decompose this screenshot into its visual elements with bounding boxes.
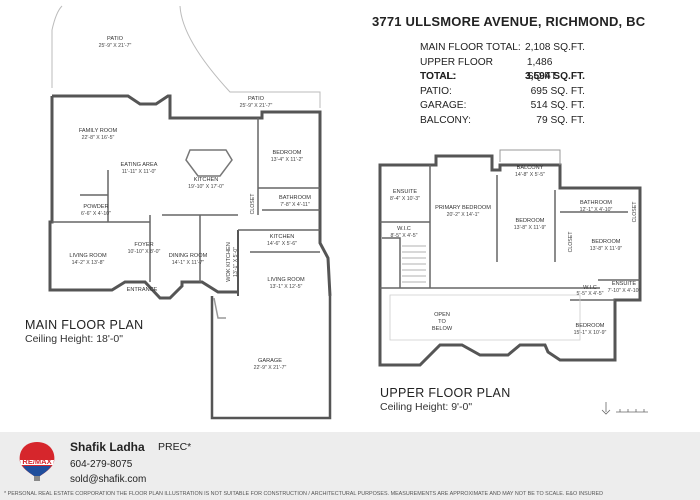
stairs <box>402 245 426 283</box>
area-row-total: TOTAL:3,594 SQ.FT. <box>420 71 585 82</box>
balcony-rail <box>499 149 561 165</box>
upper-floor-title: UPPER FLOOR PLAN <box>380 386 511 400</box>
upper-bedroom-3-dim: 15'-1" X 10'-9" <box>574 330 607 336</box>
main-patio-right-label: PATIO <box>248 96 265 102</box>
primary-bedroom-dim: 20'-2" X 14'-1" <box>447 212 480 218</box>
below-label: BELOW <box>432 326 453 332</box>
upper-bedroom-2-label: BEDROOM <box>592 239 621 245</box>
compass-icon <box>601 402 648 415</box>
upper-bedroom-1-dim: 13'-8" X 11'-9" <box>514 225 547 231</box>
family-room-dim: 22'-8" X 16'-5" <box>82 135 115 141</box>
wok-kitchen-label: WOK KITCHEN <box>226 242 232 281</box>
main-bathroom-dim: 7'-8" X 4'-11" <box>280 202 310 208</box>
property-address: 3771 ULLSMORE AVENUE, RICHMOND, BC <box>372 14 646 29</box>
area-row-upper: UPPER FLOOR TOTAL:1,486 SQ.FT. <box>420 56 559 83</box>
remax-brand-text: RE/MAX <box>22 457 51 466</box>
main-floor-outer-wall <box>52 94 332 297</box>
eating-area-dim: 11'-11" X 11'-0" <box>122 169 157 175</box>
stair-wall <box>382 237 401 288</box>
garage-dim: 22'-9" X 21'-7" <box>254 365 287 371</box>
area-row-patio: PATIO:695 SQ. FT. <box>420 85 585 97</box>
main-floor-front-wall <box>48 96 238 300</box>
upper-wic-2-label: W.I.C <box>583 285 597 291</box>
powder-dim: 6'-6" X 4'-10" <box>81 211 111 217</box>
main-floor-ceiling: Ceiling Height: 18'-0" <box>25 333 123 345</box>
main-patio-left-label: PATIO <box>107 36 124 42</box>
agent-phone[interactable]: 604-279-8075 <box>70 459 133 470</box>
garage-door-swing <box>213 297 226 319</box>
upper-ensuite-2-dim: 7'-10" X 4'-10" <box>608 288 641 294</box>
upper-ensuite-2-label: ENSUITE <box>612 281 637 287</box>
main-patio-right-dim: 25'-9" X 21'-7" <box>240 103 273 109</box>
upper-wic-2-dim: 5'-5" X 4'-5" <box>576 291 603 297</box>
main-living-room-label: LIVING ROOM <box>69 253 107 259</box>
kitchen-island <box>185 149 233 177</box>
open-to-below-area <box>389 294 581 341</box>
rear-kitchen-dim: 14'-6" X 5'-6" <box>267 241 297 247</box>
rear-kitchen-label: KITCHEN <box>270 234 295 240</box>
eating-area-label: EATING AREA <box>121 162 158 168</box>
garage-label: GARAGE <box>258 358 282 364</box>
main-patio-left-dim: 25'-9" X 21'-7" <box>99 43 132 49</box>
disclaimer-text: * PERSONAL REAL ESTATE CORPORATION THE F… <box>4 491 603 497</box>
main-living-room-dim: 14'-2" X 13'-8" <box>72 260 105 266</box>
upper-wic-1-dim: 8'-5" X 4'-5" <box>390 233 417 239</box>
area-summary: MAIN FLOOR TOTAL:2,108 SQ.FT. UPPER FLOO… <box>420 41 585 128</box>
upper-floor-ceiling: Ceiling Height: 9'-0" <box>380 401 473 413</box>
to-label: TO <box>438 319 446 325</box>
agent-footer: RE/MAX Shafik Ladha PREC* 604-279-8075 s… <box>0 432 700 500</box>
remax-balloon-logo: RE/MAX <box>19 442 55 481</box>
foyer-label: FOYER <box>134 242 153 248</box>
kitchen-dim: 19'-10" X 17'-0" <box>188 184 224 190</box>
upper-ensuite-dim: 8'-4" X 10'-3" <box>390 196 420 202</box>
dining-room-label: DINING ROOM <box>169 253 208 259</box>
upper-bathroom-dim: 12'-1" X 4'-10" <box>580 207 613 213</box>
powder-label: POWDER <box>83 204 108 210</box>
balcony-label: BALCONY <box>517 165 544 171</box>
area-row-garage: GARAGE:514 SQ. FT. <box>420 100 585 111</box>
floor-plans-drawing: PATIO 25'-9" X 21'-7" PATIO 25'-9" X 21'… <box>48 5 648 420</box>
agent-name: Shafik Ladha <box>70 440 145 454</box>
upper-closet-2-label: CLOSET <box>568 231 574 253</box>
upper-closet-1-label: CLOSET <box>632 201 638 223</box>
upper-wic-1-label: W.I.C <box>397 226 411 232</box>
balcony-dim: 14'-8" X 5'-5" <box>515 172 545 178</box>
agent-title: PREC* <box>158 441 192 453</box>
open-label: OPEN <box>434 312 450 318</box>
patio-outline <box>51 5 321 108</box>
wok-kitchen-dim: 13'-1" X 5'-0" <box>233 247 239 277</box>
rear-living-room-dim: 13'-1" X 12'-5" <box>270 284 303 290</box>
area-row-main: MAIN FLOOR TOTAL:2,108 SQ.FT. <box>420 42 585 53</box>
main-bedroom-label: BEDROOM <box>273 150 302 156</box>
area-row-balcony: BALCONY:79 SQ. FT. <box>420 114 585 126</box>
foyer-dim: 10'-10" X 8'-0" <box>128 249 161 255</box>
upper-bedroom-1-label: BEDROOM <box>516 218 545 224</box>
dining-room-dim: 14'-1" X 11'-7" <box>172 260 205 266</box>
upper-floor-outer-wall <box>378 154 642 367</box>
upper-bedroom-3-label: BEDROOM <box>576 323 605 329</box>
agent-email[interactable]: sold@shafik.com <box>70 474 147 485</box>
family-room-label: FAMILY ROOM <box>79 128 118 134</box>
rear-living-room-label: LIVING ROOM <box>267 277 305 283</box>
main-closet-label: CLOSET <box>250 193 256 215</box>
garage-walls <box>210 296 332 420</box>
upper-bathroom-label: BATHROOM <box>580 200 612 206</box>
kitchen-label: KITCHEN <box>194 177 219 183</box>
main-bedroom-dim: 13'-4" X 11'-2" <box>271 157 304 163</box>
upper-ensuite-label: ENSUITE <box>393 189 418 195</box>
entrance-label: ENTRANCE <box>127 287 158 293</box>
main-floor-title: MAIN FLOOR PLAN <box>25 318 144 332</box>
main-bathroom-label: BATHROOM <box>279 195 311 201</box>
primary-bedroom-label: PRIMARY BEDROOM <box>435 205 491 211</box>
upper-bedroom-2-dim: 13'-8" X 11'-9" <box>590 246 623 252</box>
